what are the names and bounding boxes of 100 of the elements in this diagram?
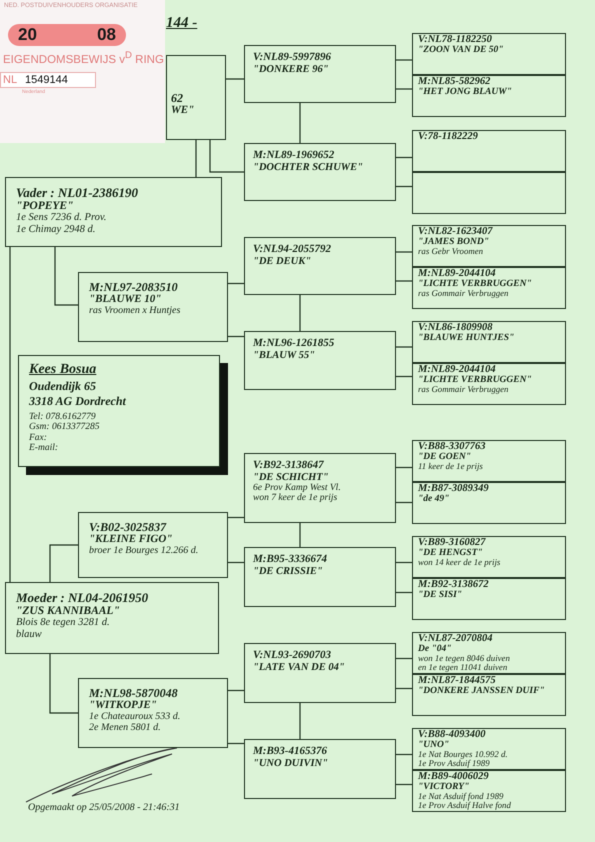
pigeon-name: "LICHTE VERBRUGGEN" <box>418 280 532 289</box>
note-text: 1e Prov Asduif Halve fond <box>418 800 511 810</box>
connector-line <box>396 592 412 594</box>
note-text: won 1e tegen 8046 duiven <box>418 654 510 663</box>
note-text: 2e Menen 5801 d. <box>89 722 161 734</box>
owner-name: Kees Bosua <box>29 362 96 378</box>
contact-card <box>18 355 220 467</box>
note-text: 1e Prov Asduif 1989 <box>418 758 490 768</box>
contact-text: Gsm: 0613377285 <box>29 422 100 433</box>
pigeon-name: "HET JONG BLAUW" <box>418 88 512 97</box>
pedigree-box <box>5 582 219 654</box>
pigeon-name: "ZOON VAN DE 50" <box>418 46 504 55</box>
note-text: 1e Chateauroux 533 d. <box>89 712 180 723</box>
pigeon-name: "WITKOPJE" <box>89 700 157 712</box>
contact-text: Tel: 078.6162779 <box>29 412 96 422</box>
pedigree-box <box>244 45 396 103</box>
ring-number-text: V:78-1182229 <box>418 132 478 142</box>
ring-number-text: V:NL78-1182250 <box>418 35 492 46</box>
pigeon-name: De "04" <box>418 644 452 654</box>
pedigree-box <box>412 632 566 674</box>
ring-number-text: M:NL97-2083510 <box>89 281 178 294</box>
pigeon-name: "UNO DUIVIN" <box>253 758 328 770</box>
connector-line <box>396 59 412 61</box>
pigeon-name: "LICHTE VERBRUGGEN" <box>418 376 532 385</box>
connector-line <box>396 346 412 348</box>
contact-text: E-mail: <box>29 442 58 454</box>
pigeon-name: "LATE VAN DE 04" <box>253 662 345 674</box>
pedigree-box <box>244 643 396 703</box>
ring-number-text: Vader : NL01-2386190 <box>16 186 138 200</box>
ring-number-text: M:NL89-2044104 <box>418 269 496 280</box>
pedigree-box <box>412 75 566 117</box>
ring-number-text: V:NL86-1809908 <box>418 323 492 334</box>
connector-line <box>228 516 244 518</box>
pigeon-name: "DE GOEN" <box>418 452 472 462</box>
contact-text: Fax: <box>29 432 47 443</box>
pedigree-box <box>412 130 566 172</box>
pedigree-box <box>244 547 396 607</box>
address-text: Oudendijk 65 <box>29 380 96 394</box>
pigeon-name: "de 49" <box>418 494 450 504</box>
pedigree-box <box>412 536 566 578</box>
ring-number-text: M:NL85-582962 <box>418 77 490 88</box>
connector-line <box>228 562 244 564</box>
note-text: won 14 keer de 1e prijs <box>418 558 500 567</box>
connector-line <box>228 690 244 692</box>
ring-number-text: V:NL82-1623407 <box>418 227 492 238</box>
ring-number-text: M:NL89-1969652 <box>253 150 334 162</box>
pigeon-name: "UNO" <box>418 740 450 750</box>
note-text: blauw <box>16 628 42 640</box>
ring-number-text: V:NL93-2690703 <box>253 650 332 662</box>
pedigree-box <box>412 225 566 267</box>
pedigree-box <box>244 739 396 799</box>
ring-certificate-card <box>0 0 165 143</box>
connector-line <box>299 103 301 143</box>
connector-line <box>195 140 197 177</box>
ring-number-text: M:B89-4006029 <box>418 772 489 782</box>
note-text: Blois 8e tegen 3281 d. <box>16 617 110 629</box>
ring-number-text: M:NL89-2044104 <box>418 365 496 376</box>
pedigree-box <box>412 728 566 770</box>
note-text: ras Gebr Vroomen <box>418 247 483 256</box>
footer-note: Opgemaakt op 25/05/2008 - 21:46:31 <box>28 802 180 813</box>
pigeon-name: "BLAUWE HUNTJES" <box>418 334 514 343</box>
ring-number-text: M:NL87-1844575 <box>418 676 496 686</box>
pigeon-name: "BLAUW 55" <box>253 350 315 362</box>
connector-line <box>396 376 412 378</box>
pedigree-box <box>166 55 226 140</box>
ring-number: 1549144 <box>25 74 68 86</box>
pedigree-box <box>412 267 566 309</box>
connector-line <box>299 703 301 739</box>
connector-line <box>396 784 412 786</box>
ring-number-text: M:B92-3138672 <box>418 580 489 590</box>
address-text: 3318 AG Dordrecht <box>29 395 126 408</box>
pedigree-box <box>78 512 228 578</box>
ring-number-text: Moeder : NL04-2061950 <box>16 591 148 606</box>
connector-line <box>49 654 78 714</box>
ring-number-text: V:NL87-2070804 <box>418 634 492 644</box>
pedigree-box <box>412 674 566 716</box>
pedigree-box <box>244 453 396 523</box>
note-text: en 1e tegen 11041 duiven <box>418 662 508 672</box>
pigeon-name: "DE SISI" <box>418 590 462 600</box>
connector-line <box>299 523 301 547</box>
connector-line <box>49 544 78 582</box>
ring-number-text: M:NL98-5870048 <box>89 687 178 700</box>
note-text: 11 keer de 1e prijs <box>418 462 483 471</box>
pigeon-name: "DE HENGST" <box>418 548 483 558</box>
connector-line <box>228 742 244 744</box>
ring-number-text: V:B88-3307763 <box>418 442 486 452</box>
certificate-heading: EIGENDOMSBEWIJS v$^{D}$ RING <box>3 50 164 66</box>
pedigree-box <box>412 578 566 620</box>
pigeon-name: "POPEYE" <box>16 200 74 212</box>
pedigree-box <box>412 482 566 524</box>
connector-line <box>396 754 412 756</box>
pigeon-name: "BLAUWE 10" <box>89 294 162 306</box>
pigeon-name: "DONKERE 96" <box>253 64 329 76</box>
year-text: 08 <box>97 25 116 45</box>
note-text: ras Gommair Verbruggen <box>418 385 508 394</box>
connector-line <box>209 140 244 173</box>
note-text: 1e Nat Asduif fond 1989 <box>418 792 504 801</box>
connector-line <box>226 78 244 80</box>
pedigree-box <box>412 363 566 405</box>
pedigree-box <box>244 237 396 295</box>
